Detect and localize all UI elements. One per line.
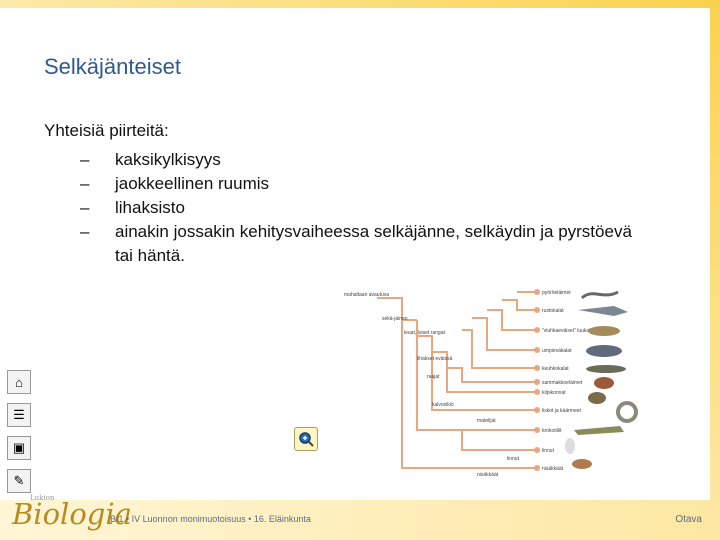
taxon-label: keuhkokalat bbox=[542, 366, 569, 372]
page-title: Selkäjänteiset bbox=[44, 54, 181, 79]
lungfish-illustration bbox=[586, 365, 626, 373]
list-item: – jaokkeellinen ruumis bbox=[80, 172, 640, 196]
list-item: – kaksikylkisyys bbox=[80, 148, 640, 172]
fish-illustration bbox=[588, 326, 620, 336]
pencil-icon[interactable]: ✎ bbox=[7, 469, 31, 493]
animal-illustrations bbox=[565, 290, 638, 469]
picture-icon[interactable]: ▣ bbox=[7, 436, 31, 460]
side-toolbar: ⌂ ☰ ▣ ✎ bbox=[7, 370, 31, 502]
zoom-icon[interactable] bbox=[294, 427, 318, 451]
node-label: leuat, luiset rangat bbox=[404, 330, 445, 336]
taxon-label: liskot ja käärmeet bbox=[542, 408, 582, 414]
lamprey-illustration bbox=[580, 290, 619, 300]
list-item-text: kaksikylkisyys bbox=[115, 150, 221, 169]
bullet-dash: – bbox=[80, 174, 90, 193]
frog-illustration bbox=[594, 377, 614, 389]
list-item-text: lihaksisto bbox=[115, 198, 185, 217]
node-label: matelijat bbox=[477, 418, 496, 424]
taxon-label: umpieväkalat bbox=[542, 348, 572, 354]
taxon-label: sammakkoeläimet bbox=[542, 380, 583, 386]
taxon-label: linnut bbox=[542, 448, 555, 454]
biologia-logo: Lukion Biologia bbox=[12, 494, 132, 531]
top-frame bbox=[0, 0, 720, 8]
taxon-label: pyöröeläimet bbox=[542, 290, 571, 296]
taxon-label: rustokalat bbox=[542, 308, 564, 314]
shark-illustration bbox=[578, 306, 628, 316]
taxon-label: kilpikonnat bbox=[542, 390, 566, 396]
feature-list: – kaksikylkisyys – jaokkeellinen ruumis – l… bbox=[80, 148, 640, 268]
bullet-dash: – bbox=[80, 150, 90, 169]
node-label: nisäkkäät bbox=[477, 472, 499, 478]
list-item-text: ainakin jossakin kehitysvaiheessa selkäj… bbox=[115, 222, 632, 265]
list-icon[interactable]: ☰ bbox=[7, 403, 31, 427]
crocodile-illustration bbox=[574, 426, 624, 435]
snake-illustration bbox=[616, 401, 638, 423]
logo-small-text: Lukion bbox=[30, 494, 55, 502]
bottom-frame bbox=[0, 500, 720, 540]
list-item-text: jaokkeellinen ruumis bbox=[115, 174, 270, 193]
bird-illustration bbox=[565, 438, 575, 454]
deer-illustration bbox=[572, 459, 592, 469]
node-label: kalvosikiö bbox=[432, 402, 454, 408]
intro-text: Yhteisiä piirteitä: bbox=[44, 121, 169, 140]
list-item: – ainakin jossakin kehitysvaiheessa selkä… bbox=[80, 220, 640, 268]
taxon-label: nisäkkäät bbox=[542, 466, 564, 472]
list-item: – lihaksisto bbox=[80, 196, 640, 220]
node-label: linnut bbox=[507, 456, 520, 462]
taxa-dots bbox=[534, 289, 540, 471]
taxon-label: krokotiilit bbox=[542, 428, 562, 434]
logo-text: Biologia bbox=[12, 497, 132, 531]
bullet-dash: – bbox=[80, 198, 90, 217]
node-label: raajat bbox=[427, 374, 440, 380]
bullet-dash: – bbox=[80, 222, 90, 241]
turtle-illustration bbox=[588, 392, 606, 404]
phylogenetic-tree: pyöröeläimet rustokalat "viuhkaeväiset" … bbox=[344, 289, 638, 478]
coelacanth-illustration bbox=[586, 345, 622, 357]
right-frame bbox=[710, 0, 720, 540]
course-footer: BI1 • IV Luonnon monimuotoisuus • 16. El… bbox=[110, 514, 311, 524]
home-icon[interactable]: ⌂ bbox=[7, 370, 31, 394]
taxon-label: "viuhkaeväiset" luukalat bbox=[542, 328, 595, 334]
node-label: sekä-jäinen bbox=[382, 316, 408, 322]
node-label: mahaltaan avautuva bbox=[344, 292, 389, 298]
node-label: lihakset eväissä bbox=[417, 356, 453, 362]
publisher-label: Otava bbox=[675, 514, 702, 525]
